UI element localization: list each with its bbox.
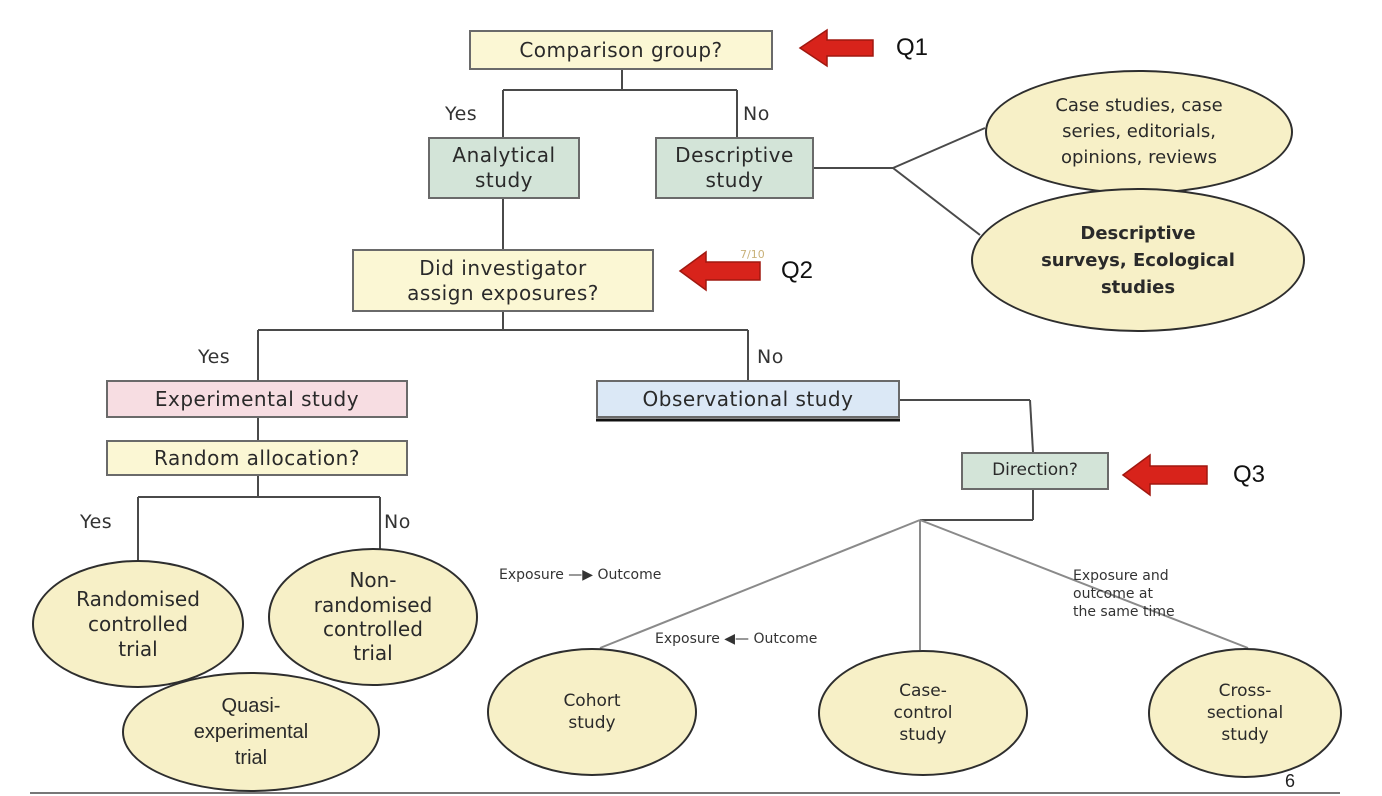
observational-study-box: Observational study xyxy=(596,380,900,418)
q2-arrow-icon xyxy=(678,250,761,292)
q1-label: Q1 xyxy=(896,34,929,61)
quasi-experimental-trial-ellipse: Quasi- experimental trial xyxy=(122,672,380,792)
cross-sectional-study-ellipse: Cross- sectional study xyxy=(1148,648,1342,778)
q3-label: Q3 xyxy=(1233,461,1266,488)
cohort-study-ellipse: Cohort study xyxy=(487,648,697,776)
descriptive-study-box: Descriptive study xyxy=(655,137,814,199)
experimental-study-box: Experimental study xyxy=(106,380,408,418)
random-allocation-box: Random allocation? xyxy=(106,440,408,476)
direction-same-time-label: Exposure and outcome at the same time xyxy=(1073,568,1175,621)
q2-yes-label: Yes xyxy=(198,346,231,368)
case-studies-ellipse: Case studies, case series, editorials, o… xyxy=(985,70,1293,194)
assign-exposures-box: Did investigator assign exposures? xyxy=(352,249,654,312)
random-no-label: No xyxy=(384,511,411,533)
faint-page-mark: 7/10 xyxy=(740,248,765,261)
randomised-controlled-trial-ellipse: Randomised controlled trial xyxy=(32,560,244,688)
q1-arrow-icon xyxy=(798,28,874,68)
case-control-study-ellipse: Case- control study xyxy=(818,650,1028,776)
q2-label: Q2 xyxy=(781,257,814,284)
analytical-study-box: Analytical study xyxy=(428,137,580,199)
q2-no-label: No xyxy=(757,346,784,368)
direction-backward-label: Exposure ◀— Outcome xyxy=(655,631,818,647)
descriptive-surveys-ellipse: Descriptive surveys, Ecological studies xyxy=(971,188,1305,332)
q3-arrow-icon xyxy=(1121,453,1208,497)
direction-box: Direction? xyxy=(961,452,1109,490)
random-yes-label: Yes xyxy=(80,511,113,533)
non-randomised-controlled-trial-ellipse: Non- randomised controlled trial xyxy=(268,548,478,686)
comparison-group-box: Comparison group? xyxy=(469,30,773,70)
q1-yes-label: Yes xyxy=(445,103,478,125)
slide-number: 6 xyxy=(1285,771,1296,791)
direction-forward-label: Exposure —▶ Outcome xyxy=(499,567,662,583)
q1-no-label: No xyxy=(743,103,770,125)
